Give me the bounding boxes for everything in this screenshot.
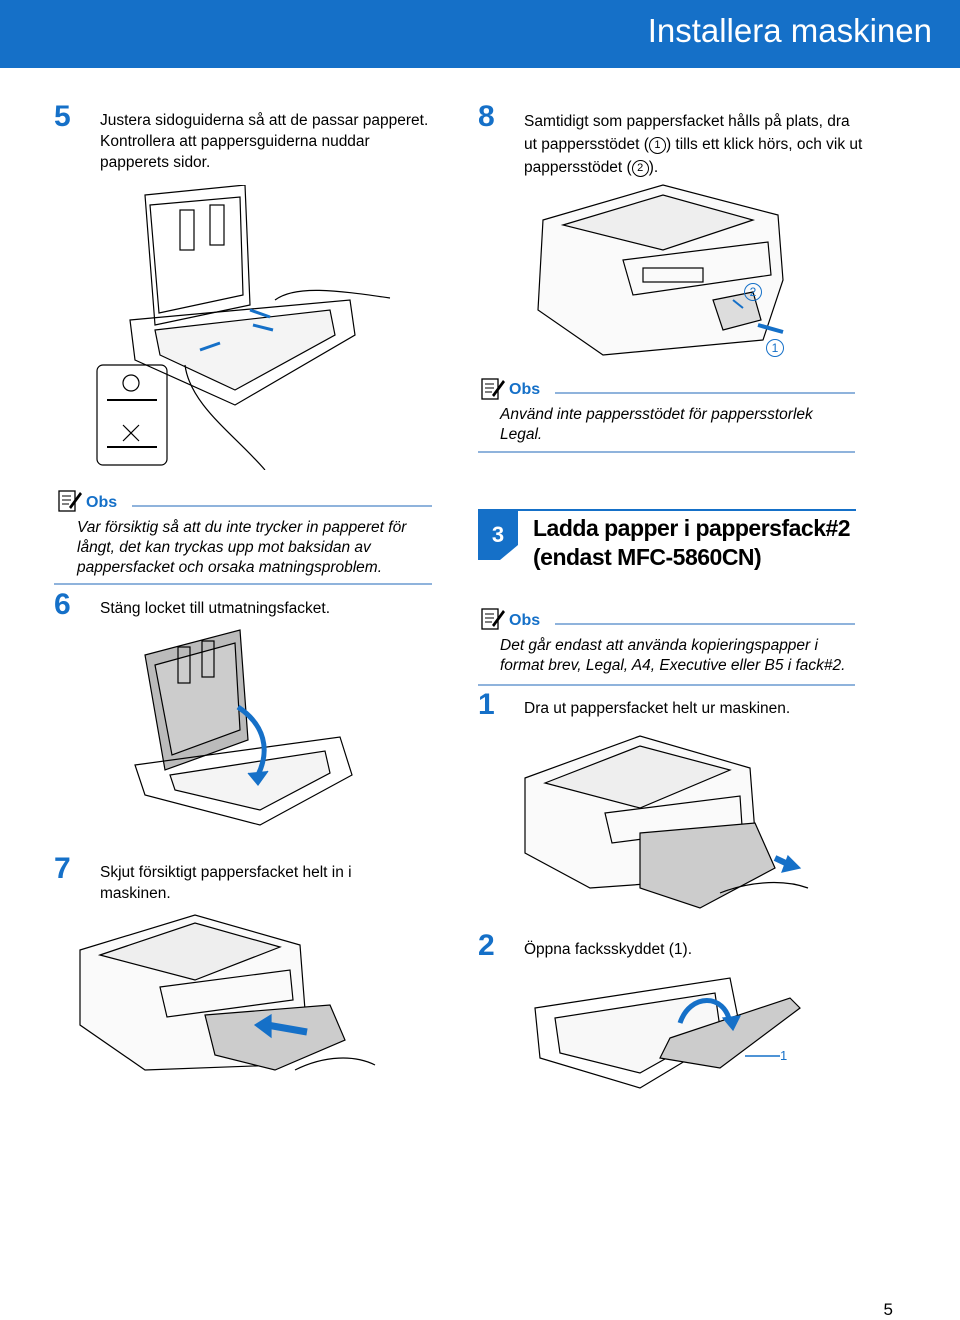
page-number: 5 — [883, 1300, 893, 1319]
section-title-line2: (endast MFC-5860CN) — [533, 544, 762, 570]
note-text: Använd inte pappersstödet för papperssto… — [500, 406, 813, 443]
note-rule-top — [555, 623, 855, 625]
step-number-7: 7 — [54, 852, 71, 885]
step-number-2: 2 — [478, 929, 495, 962]
note-rule-bottom — [478, 451, 855, 453]
open-tray-cover-illustration: 1 — [530, 968, 810, 1098]
note-text: Det går endast att använda kopieringspap… — [500, 637, 846, 674]
callout-1-icon: 1 — [648, 137, 666, 154]
paper-tray-guides-illustration — [95, 184, 400, 471]
printer-callout-1: 1 — [766, 339, 784, 357]
step-8-text-c: ). — [648, 159, 659, 176]
header-bar — [0, 0, 960, 68]
note-rule-top — [555, 392, 855, 394]
step-7-text: Skjut försiktigt pappersfacket helt in i… — [100, 864, 352, 902]
tray-cover-callout: 1 — [780, 1048, 788, 1063]
note-pen-icon — [58, 490, 82, 512]
note-rule-bottom — [478, 684, 855, 686]
note-rule-bottom — [54, 583, 432, 585]
page-title: Installera maskinen — [647, 12, 932, 49]
note-label: Obs — [509, 381, 541, 398]
step-number-1: 1 — [478, 688, 495, 721]
section-title: Ladda papper i pappersfack#2 (endast MFC-… — [533, 514, 851, 572]
step-number-6: 6 — [54, 588, 71, 621]
section-badge: 3 — [478, 510, 518, 560]
printer-callout-2: 2 — [744, 283, 762, 301]
callout-2-icon: 2 — [631, 160, 649, 177]
note-text: Var försiktig så att du inte trycker in … — [77, 519, 407, 576]
note-label: Obs — [86, 494, 118, 511]
section-number: 3 — [491, 522, 505, 547]
output-tray-cover-illustration — [130, 625, 360, 830]
push-tray-illustration — [75, 905, 380, 1085]
step-8-text: Samtidigt som pappersfacket hålls på pla… — [524, 110, 864, 179]
step-6-text: Stäng locket till utmatningsfacket. — [100, 600, 331, 617]
step-2-text: Öppna facksskyddet (1). — [524, 941, 692, 958]
note-pen-icon — [481, 378, 505, 400]
step-number-5: 5 — [54, 100, 71, 133]
note-label: Obs — [509, 612, 541, 629]
section-rule — [478, 509, 856, 511]
step-1-text: Dra ut pappersfacket helt ur maskinen. — [524, 700, 791, 717]
section-title-line1: Ladda papper i pappersfack#2 — [533, 515, 851, 541]
step-8-text-b: ) tills ett klick hörs, och vik ut pappe… — [524, 136, 863, 176]
pull-tray-illustration — [520, 728, 810, 918]
step-8-text-a: Samtidigt som pappersfacket hålls på pla… — [524, 113, 850, 153]
step-5-text: Justera sidoguiderna så att de passar pa… — [100, 112, 429, 171]
note-pen-icon — [481, 608, 505, 630]
step-number-8: 8 — [478, 100, 495, 133]
printer-paper-support-illustration: 2 1 — [533, 180, 793, 360]
note-rule-top — [132, 505, 432, 507]
